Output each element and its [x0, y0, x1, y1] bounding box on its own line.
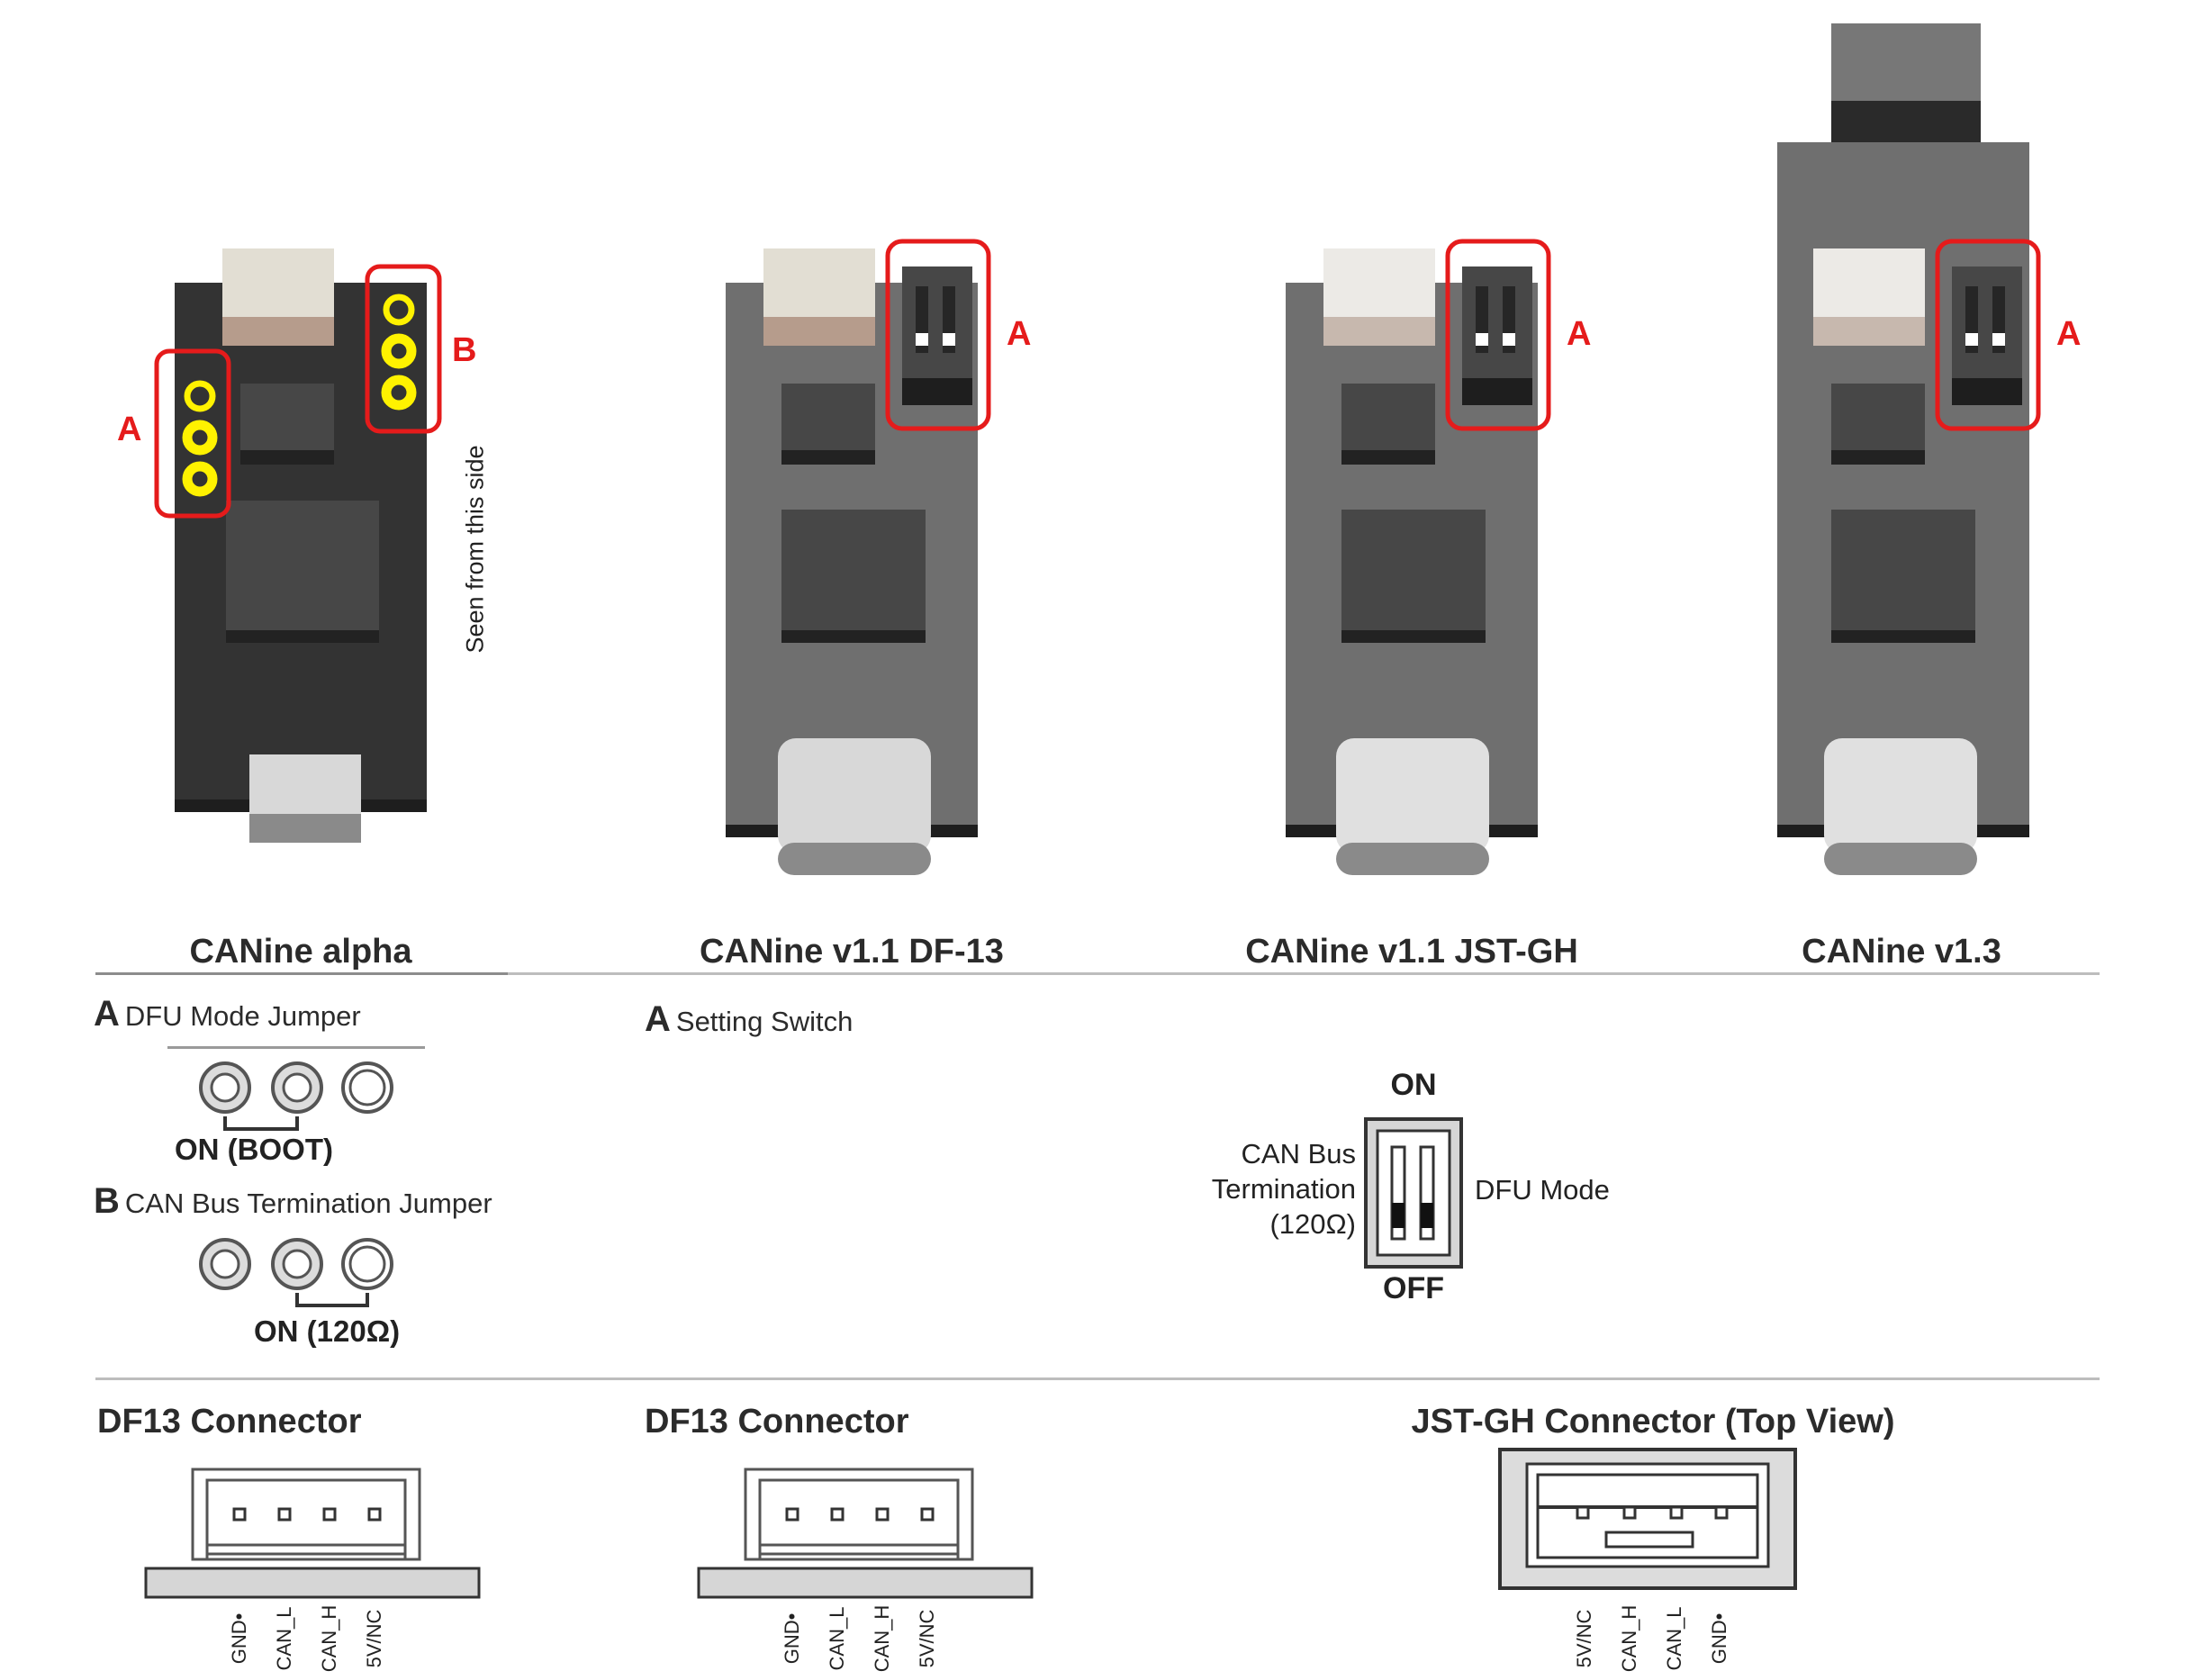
- legend-a-label: DFU Mode Jumper: [124, 1000, 361, 1032]
- pin-label: GND•: [1708, 1612, 1730, 1665]
- switch-left-line: Termination: [1211, 1173, 1356, 1205]
- pin-label: CAN_H: [318, 1604, 340, 1673]
- highlight-box-a: [885, 239, 991, 431]
- pin-label: 5V/NC: [363, 1609, 385, 1668]
- switch-on-label: ON: [1390, 1068, 1437, 1102]
- board-canine-v11-jstgh: [1286, 239, 1551, 875]
- board-canine-v13: [1777, 23, 2041, 875]
- board-title-v13: CANine v1.3: [1802, 933, 2001, 971]
- highlight-box-a: [1445, 239, 1551, 431]
- highlight-box-b: [365, 264, 442, 434]
- jstgh-connector: [1498, 1448, 1797, 1590]
- boards-illustration: [154, 23, 2041, 875]
- termination-on-label: ON (120Ω): [254, 1314, 401, 1348]
- connector-title-df13-2: DF13 Connector: [645, 1403, 909, 1441]
- switch-right-label: DFU Mode: [1475, 1174, 1610, 1206]
- legend-a-underline: [167, 1046, 425, 1049]
- dip-switch-diagram: [1364, 1117, 1463, 1269]
- pin-label: GND•: [781, 1612, 803, 1665]
- switch-off-label: OFF: [1383, 1271, 1444, 1305]
- highlight-box-a: [1935, 239, 2041, 431]
- pin-label: 5V/NC: [916, 1609, 938, 1668]
- legend-a-heading: A DFU Mode Jumper: [94, 994, 361, 1034]
- pin-label: CAN_L: [273, 1606, 295, 1671]
- connector-title-jstgh: JST-GH Connector (Top View): [1411, 1403, 1895, 1441]
- switch-left-label: CAN Bus Termination (120Ω): [1179, 1136, 1356, 1242]
- connector-title-df13-1: DF13 Connector: [97, 1403, 362, 1441]
- df13-connector-1: [144, 1468, 481, 1599]
- legend-b-heading: B CAN Bus Termination Jumper: [94, 1181, 492, 1222]
- pin-label: CAN_H: [871, 1604, 893, 1673]
- side-note: Seen from this side: [461, 445, 489, 654]
- jumper-a-pins: [182, 380, 218, 497]
- pin-label: CAN_H: [1618, 1604, 1640, 1673]
- callout-a-v13: A: [2056, 315, 2082, 353]
- legend-a-letter: A: [94, 994, 120, 1034]
- callout-a-v11-df13: A: [1007, 315, 1032, 353]
- board-canine-v11-df13: [726, 239, 991, 875]
- dfu-on-label: ON (BOOT): [175, 1133, 333, 1166]
- callout-b-alpha: B: [452, 331, 477, 369]
- divider: [95, 1377, 2100, 1380]
- dfu-jumper-pins: [199, 1061, 393, 1131]
- pin-label: GND•: [228, 1612, 250, 1665]
- pin-label: 5V/NC: [1573, 1609, 1595, 1668]
- callout-a-v11-jstgh: A: [1567, 315, 1592, 353]
- legend-b-label: CAN Bus Termination Jumper: [124, 1188, 492, 1219]
- board-title-v11-df13: CANine v1.1 DF-13: [700, 933, 1004, 971]
- legend-switch-heading: A Setting Switch: [645, 999, 853, 1040]
- pin-label: CAN_L: [1663, 1606, 1685, 1671]
- df13-connector-2: [697, 1468, 1034, 1599]
- board-title-v11-jstgh: CANine v1.1 JST-GH: [1245, 933, 1578, 971]
- legend-switch-label: Setting Switch: [675, 1006, 854, 1037]
- pin-label: CAN_L: [826, 1606, 848, 1671]
- board-title-alpha: CANine alpha: [189, 933, 412, 971]
- switch-left-line: CAN Bus: [1241, 1138, 1356, 1170]
- divider: [508, 972, 2100, 975]
- highlight-box-a: [154, 348, 231, 519]
- divider: [95, 972, 508, 975]
- callout-a-alpha: A: [117, 411, 142, 448]
- termination-jumper-pins: [199, 1238, 393, 1307]
- legend-b-letter: B: [94, 1181, 120, 1221]
- jumper-b-pins: [381, 294, 417, 411]
- legend-switch-letter: A: [645, 999, 671, 1039]
- board-canine-alpha: [154, 248, 442, 843]
- switch-left-line: (120Ω): [1269, 1208, 1356, 1240]
